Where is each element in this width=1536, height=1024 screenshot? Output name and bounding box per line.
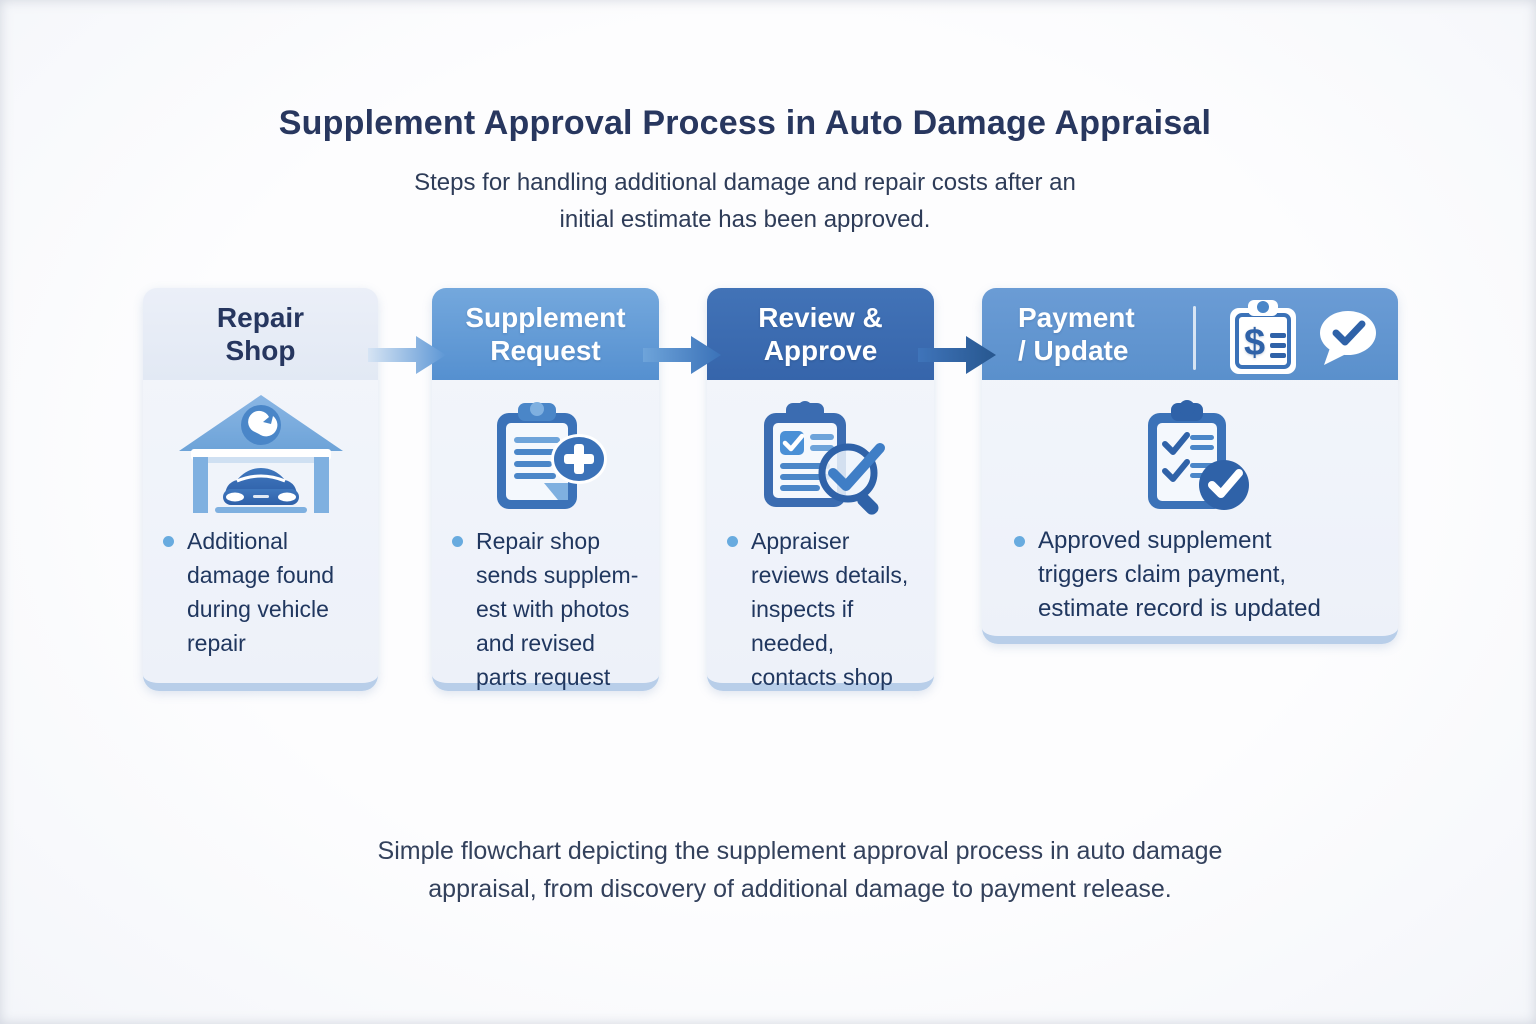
- step-bullet: Approved supplement triggers claim payme…: [982, 520, 1398, 626]
- bullet-line: contacts shop: [751, 664, 893, 690]
- step-title-line: Payment: [1018, 302, 1135, 333]
- step-title-line: Review &: [758, 302, 883, 333]
- step-header-review-approve: Review & Approve: [707, 288, 934, 380]
- figure-caption: Simple flowchart depicting the supplemen…: [0, 832, 1536, 908]
- step-card-repair-shop: Repair Shop: [143, 288, 378, 691]
- step-bullet: Appraiser reviews details, inspects if n…: [707, 520, 934, 694]
- bullet-line: est with photos: [476, 596, 630, 622]
- step-title-line: Supplement: [465, 302, 626, 333]
- header-divider: [1193, 306, 1196, 370]
- bullet-line: Appraiser: [751, 528, 850, 554]
- bullet-line: during vehicle: [187, 596, 329, 622]
- bullet-line: sends supplem-: [476, 562, 639, 588]
- bullet-line: Approved supplement: [1038, 527, 1272, 554]
- step-title-line: Repair: [216, 302, 305, 333]
- bullet-line: inspects if: [751, 596, 854, 622]
- bullet-dot: [727, 536, 738, 547]
- bullet-text: Approved supplement triggers claim payme…: [1038, 524, 1321, 626]
- clipboard-checklist-icon: [982, 392, 1398, 520]
- bullet-dot: [163, 536, 174, 547]
- page-title: Supplement Approval Process in Auto Dama…: [278, 104, 1212, 142]
- step-title-line: / Update: [1018, 335, 1129, 366]
- step-title-line: Request: [490, 335, 601, 366]
- bullet-dot: [1014, 536, 1025, 547]
- subtitle-line-1: Steps for handling additional damage and…: [414, 169, 1076, 196]
- bullet-text: Additional damage found during vehicle r…: [187, 524, 334, 660]
- flow-arrow-2: [643, 336, 721, 374]
- bullet-line: repair: [187, 630, 246, 656]
- caption-line-2: appraisal, from discovery of additional …: [428, 875, 1172, 903]
- subtitle-line-2: initial estimate has been approved.: [559, 206, 931, 233]
- bullet-line: estimate record is updated: [1038, 595, 1321, 622]
- clipboard-check-magnifier-icon: [707, 392, 934, 520]
- bullet-line: damage found: [187, 562, 335, 588]
- step-bullet: Repair shop sends supplem- est with phot…: [432, 520, 659, 694]
- bullet-text: Repair shop sends supplem- est with phot…: [476, 524, 638, 694]
- step-card-payment-update: Payment / Update $: [982, 288, 1398, 644]
- flow-arrow-1: [368, 336, 446, 374]
- bullet-line: triggers claim payment,: [1038, 561, 1287, 588]
- speech-check-icon: [1320, 311, 1376, 365]
- bullet-line: and revised: [476, 630, 595, 656]
- step-header-repair-shop: Repair Shop: [143, 288, 378, 380]
- bullet-line: Repair shop: [476, 528, 601, 554]
- step-title-line: Approve: [763, 335, 878, 366]
- clipboard-dollar-icon: $: [1230, 300, 1296, 374]
- step-header-supplement-request: Supplement Request: [432, 288, 659, 380]
- step-title-line: Shop: [225, 335, 296, 366]
- flow-arrow-3: [918, 336, 996, 374]
- step-card-review-approve: Review & Approve: [707, 288, 934, 691]
- svg-text:$: $: [1244, 322, 1265, 364]
- bullet-dot: [452, 536, 463, 547]
- bullet-text: Appraiser reviews details, inspects if n…: [751, 524, 908, 694]
- bullet-line: reviews details,: [751, 562, 909, 588]
- step-card-supplement-request: Supplement Request Re: [432, 288, 659, 691]
- bullet-line: Additional: [187, 528, 289, 554]
- page-subtitle: Steps for handling additional damage and…: [0, 164, 1490, 238]
- garage-car-wrench-icon: [143, 392, 378, 520]
- clipboard-plus-icon: [432, 392, 659, 520]
- step-header-payment-update: Payment / Update $: [982, 288, 1398, 380]
- bullet-line: needed,: [751, 630, 835, 656]
- header-icon-cluster: $: [1193, 296, 1380, 380]
- caption-line-1: Simple flowchart depicting the supplemen…: [377, 837, 1223, 865]
- step-bullet: Additional damage found during vehicle r…: [143, 520, 378, 660]
- bullet-line: parts request: [476, 664, 611, 690]
